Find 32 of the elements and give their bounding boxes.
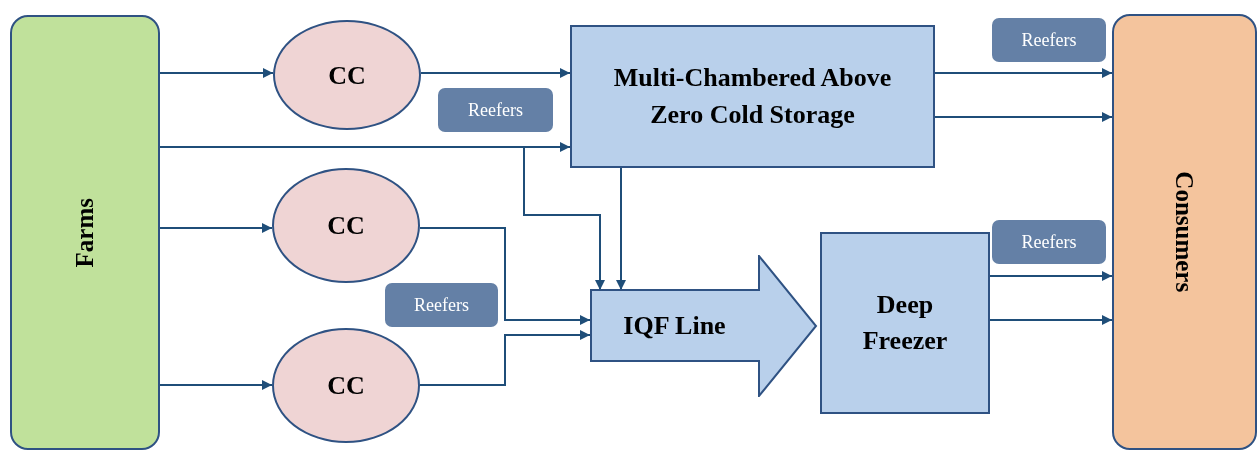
node-label: IQF Line [623, 310, 726, 342]
reefers-tag [992, 18, 1106, 62]
farms-box [10, 15, 160, 450]
arrow [616, 167, 626, 291]
arrow [934, 68, 1113, 78]
reefers-tag [438, 88, 553, 132]
node-label: Multi-Chambered Above Zero Cold Storage [612, 62, 893, 131]
arrow [159, 380, 273, 390]
node-label: CC [327, 370, 365, 402]
arrow [934, 112, 1113, 122]
reefers-tag [992, 220, 1106, 264]
node-label: CC [328, 59, 366, 92]
node-label: Reefers [1021, 28, 1077, 52]
node-label: Reefers [468, 98, 523, 122]
arrow [420, 68, 571, 78]
consumers-box [1112, 14, 1257, 450]
arrow [419, 330, 591, 386]
arrow [989, 271, 1113, 281]
node-label: Deep Freezer [861, 288, 949, 357]
node-label: Reefers [414, 293, 469, 317]
arrow [989, 315, 1113, 325]
node-label: CC [327, 210, 365, 242]
reefers-tag [385, 283, 498, 327]
iqf-line-arrow [590, 255, 818, 397]
arrow [159, 223, 273, 233]
cold-storage-box [570, 25, 935, 168]
arrow [159, 68, 274, 78]
node-label: Farms [70, 197, 100, 268]
node-label: Reefers [1021, 230, 1077, 254]
node-label: Consumers [1170, 171, 1200, 293]
deep-freezer-box [820, 232, 990, 414]
arrow [419, 227, 591, 325]
